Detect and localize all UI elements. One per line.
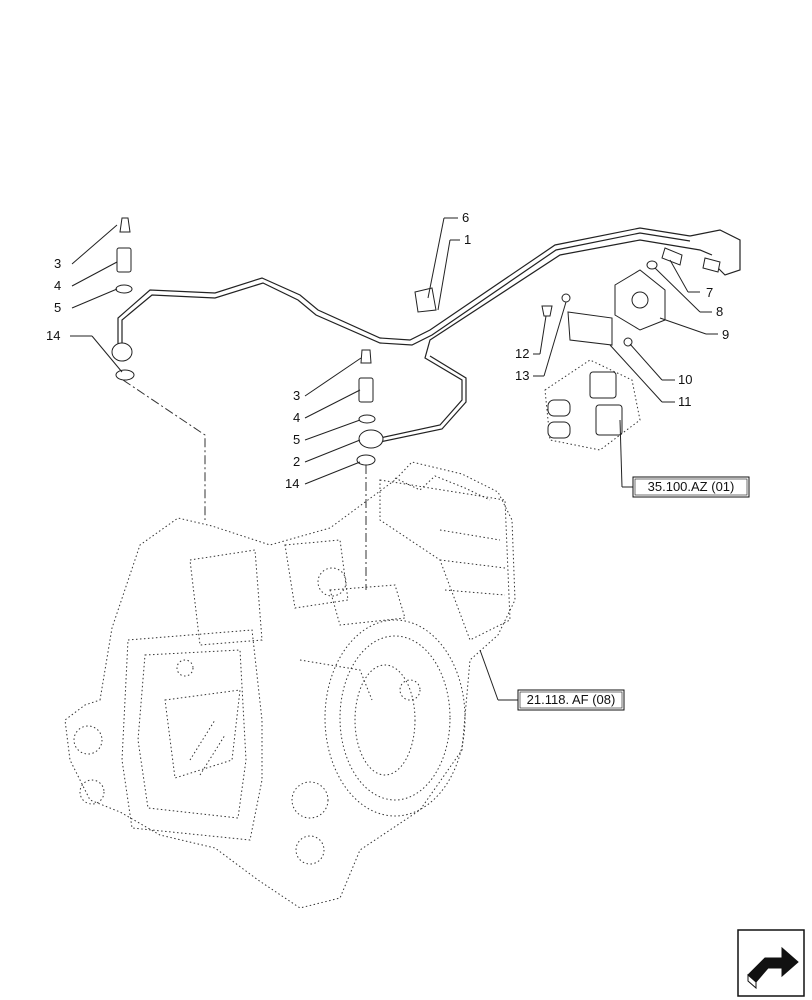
cover-plate (541, 293, 633, 347)
control-valve (544, 359, 641, 451)
callout-11: 11 (678, 394, 692, 409)
callout-3a: 3 (54, 256, 61, 271)
assembly-line-left (122, 379, 206, 520)
valve-block (614, 247, 721, 331)
ref-label-valve: 35.100.AZ (01) (648, 479, 735, 494)
callout-9: 9 (722, 327, 729, 342)
callout-14b: 14 (285, 476, 299, 491)
callout-10: 10 (678, 372, 692, 387)
callout-6: 6 (462, 210, 469, 225)
leader-lines (70, 217, 718, 701)
bolt-left (111, 217, 135, 381)
callout-labels: 3 4 5 14 6 1 7 8 9 12 13 10 11 3 4 5 2 1… (46, 210, 729, 491)
callout-12: 12 (515, 346, 529, 361)
callout-3b: 3 (293, 388, 300, 403)
callout-2: 2 (293, 454, 300, 469)
callout-4b: 4 (293, 410, 300, 425)
transmission-housing (64, 461, 516, 909)
next-page-arrow-icon[interactable] (737, 929, 805, 997)
callout-14a: 14 (46, 328, 60, 343)
hydraulic-pipes (117, 227, 741, 443)
callout-7: 7 (706, 285, 713, 300)
callout-8: 8 (716, 304, 723, 319)
bolt-center (356, 349, 384, 466)
callout-4a: 4 (54, 278, 61, 293)
callout-5a: 5 (54, 300, 61, 315)
callout-13: 13 (515, 368, 529, 383)
ref-box-valve[interactable]: 35.100.AZ (01) (632, 476, 750, 498)
ref-label-housing: 21.118. AF (08) (527, 692, 616, 707)
callout-5b: 5 (293, 432, 300, 447)
callout-1: 1 (464, 232, 471, 247)
ref-box-housing[interactable]: 21.118. AF (08) (517, 689, 625, 711)
clip-part (414, 287, 437, 313)
